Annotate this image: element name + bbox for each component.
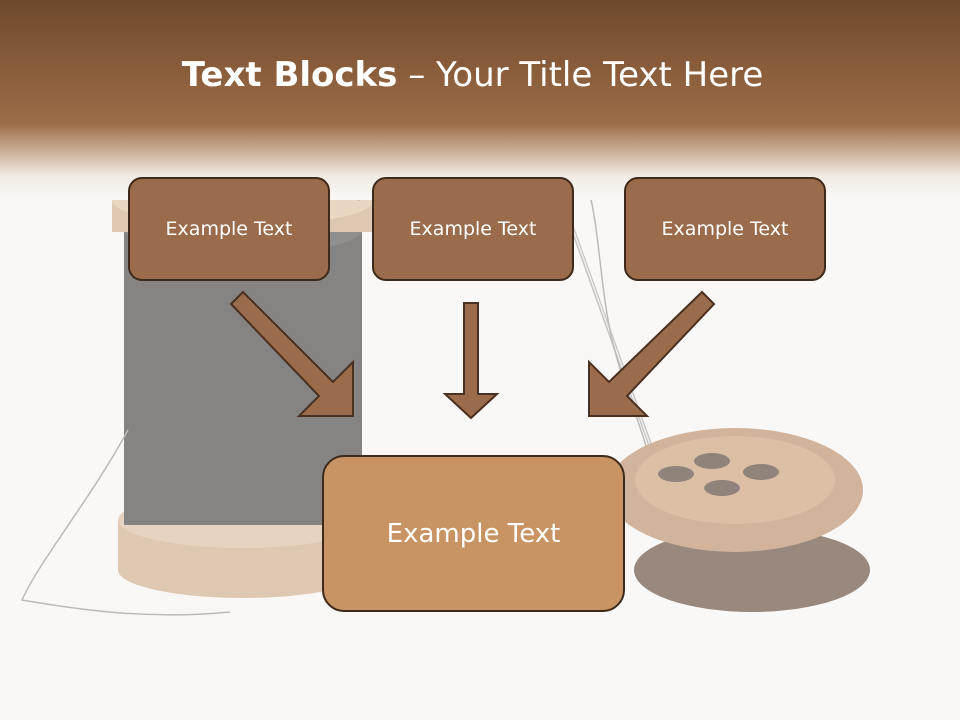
- text-block-1[interactable]: Example Text: [128, 177, 330, 281]
- title-bold: Text Blocks: [181, 55, 398, 95]
- arrow-left-diagonal: [229, 290, 354, 417]
- arrow-right-diagonal: [588, 290, 716, 417]
- target-text-block[interactable]: Example Text: [322, 455, 625, 612]
- target-text-block-label: Example Text: [386, 518, 561, 549]
- title-rest: Your Title Text Here: [436, 55, 764, 95]
- slide-title: Text Blocks – Your Title Text Here: [0, 52, 945, 98]
- arrow-down: [442, 302, 500, 420]
- text-block-2[interactable]: Example Text: [372, 177, 574, 281]
- wooden-button-illustration: [607, 428, 870, 612]
- text-block-2-label: Example Text: [409, 218, 537, 240]
- text-block-1-label: Example Text: [165, 218, 293, 240]
- text-block-3[interactable]: Example Text: [624, 177, 826, 281]
- header-band: [0, 0, 960, 200]
- title-dash: –: [397, 55, 437, 95]
- text-block-3-label: Example Text: [661, 218, 789, 240]
